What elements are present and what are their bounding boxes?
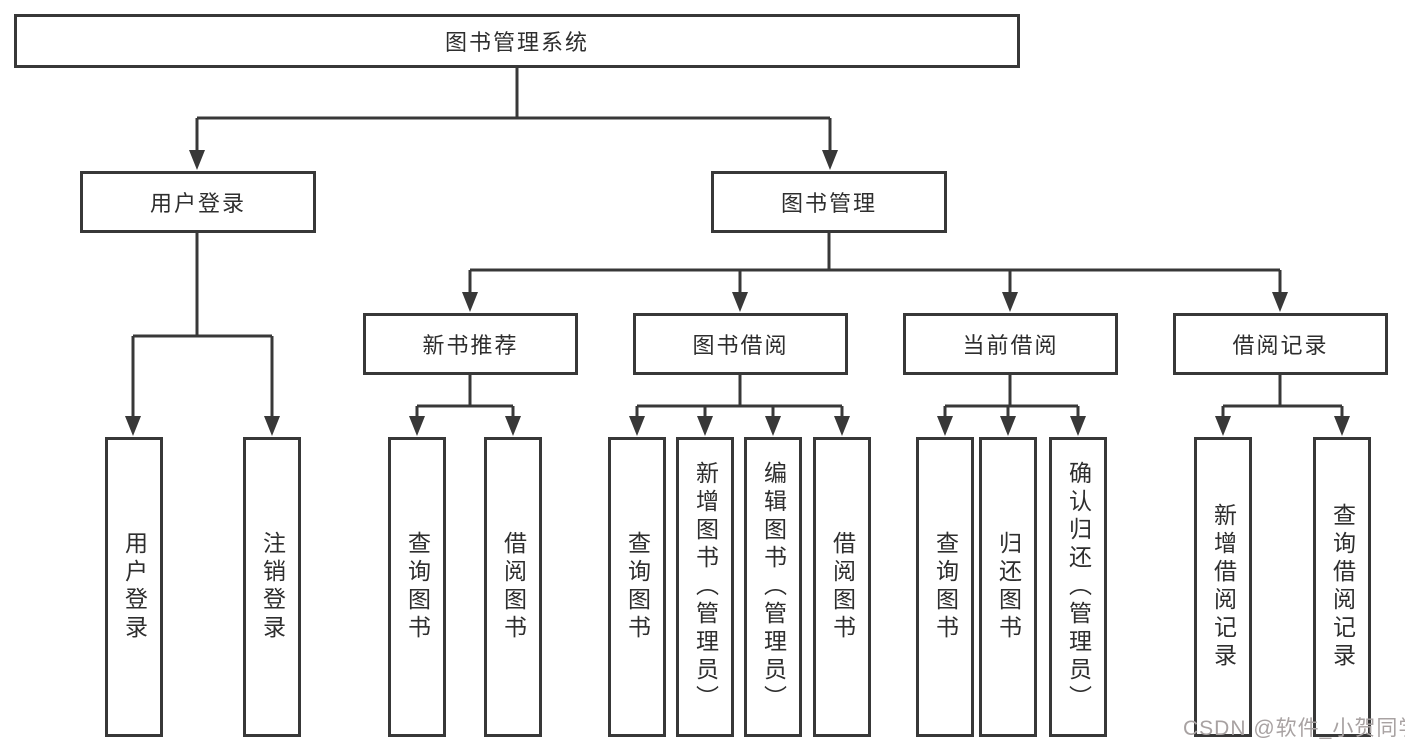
leaf-query-book-1: 查询图书 [388, 437, 446, 737]
leaf-query-book-3: 查询图书 [916, 437, 974, 737]
arrowheads [125, 150, 1350, 436]
leaf-confirm-return-admin: 确认归还（管理员） [1049, 437, 1107, 737]
leaf-query-borrow-record: 查询借阅记录 [1313, 437, 1371, 737]
node-system-root: 图书管理系统 [14, 14, 1020, 68]
leaf-query-book-2: 查询图书 [608, 437, 666, 737]
leaf-add-book-admin: 新增图书（管理员） [676, 437, 734, 737]
leaf-borrow-book-1: 借阅图书 [484, 437, 542, 737]
node-user-login: 用户登录 [80, 171, 316, 233]
csdn-watermark: CSDN @软件_小贺同学 [1183, 717, 1405, 740]
node-new-book-recommend: 新书推荐 [363, 313, 578, 375]
leaf-edit-book-admin: 编辑图书（管理员） [744, 437, 802, 737]
node-current-borrow: 当前借阅 [903, 313, 1118, 375]
leaf-return-book: 归还图书 [979, 437, 1037, 737]
leaf-user-login: 用户登录 [105, 437, 163, 737]
leaf-borrow-book-2: 借阅图书 [813, 437, 871, 737]
node-book-management: 图书管理 [711, 171, 947, 233]
node-borrow-record: 借阅记录 [1173, 313, 1388, 375]
node-book-borrow: 图书借阅 [633, 313, 848, 375]
leaf-add-borrow-record: 新增借阅记录 [1194, 437, 1252, 737]
leaf-logout: 注销登录 [243, 437, 301, 737]
